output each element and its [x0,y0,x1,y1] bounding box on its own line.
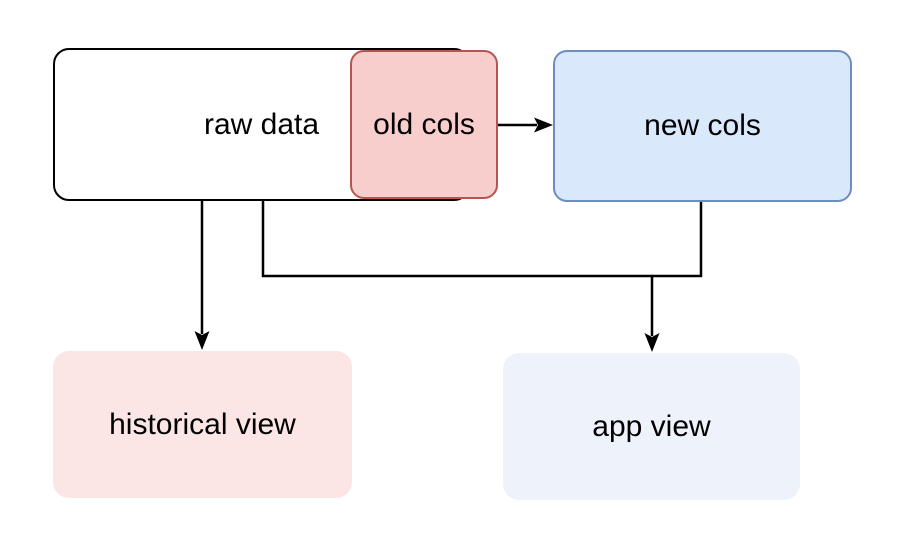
node-app-view-label: app view [592,409,711,443]
edge-new-cols-to-app-view [652,202,703,278]
edge-raw-data-to-app-view [261,201,654,336]
node-new-cols-label: new cols [644,109,761,142]
node-raw-data-label: raw data [203,107,320,141]
arrowhead-new-cols [534,117,553,133]
node-new-cols: new cols [553,50,852,202]
node-old-cols-label: old cols [373,107,475,141]
arrowhead-app-view [644,333,660,352]
node-app-view: app view [503,353,800,500]
node-old-cols: old cols [350,50,498,199]
arrowhead-historical-view [194,331,210,350]
node-historical-view-label: historical view [109,407,296,441]
node-historical-view: historical view [53,351,352,498]
